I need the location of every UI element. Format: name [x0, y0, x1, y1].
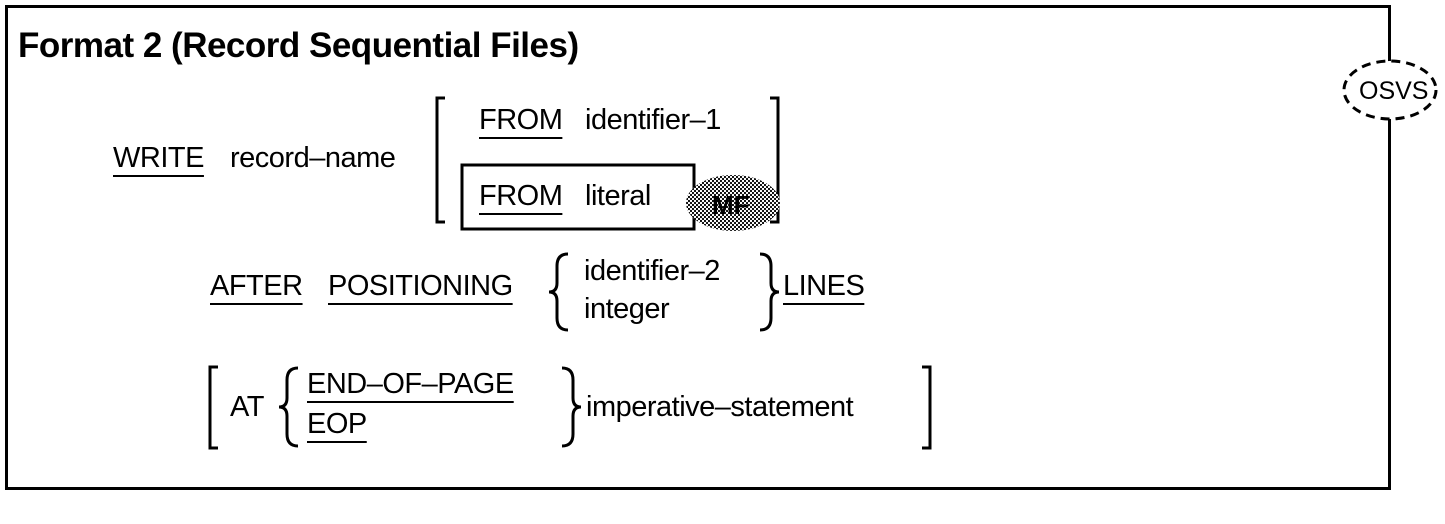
osvs-badge: OSVS: [1359, 77, 1429, 105]
mf-badge: MF: [712, 190, 750, 220]
keyword-at: AT: [230, 391, 264, 423]
format-title: Format 2 (Record Sequential Files): [18, 26, 579, 65]
imperative-statement: imperative–statement: [586, 391, 854, 423]
record-name: record–name: [230, 142, 396, 174]
keyword-after: AFTER: [210, 270, 303, 302]
keyword-positioning: POSITIONING: [328, 270, 513, 302]
at-bracket-left: [208, 365, 218, 450]
keyword-write: WRITE: [113, 142, 204, 174]
keyword-end-of-page: END–OF–PAGE: [307, 368, 514, 400]
optional-bracket-left: [435, 96, 445, 224]
choice-brace-left: [548, 252, 569, 332]
choice-brace-right: [759, 252, 780, 332]
keyword-lines: LINES: [783, 270, 865, 302]
eop-brace-right: [561, 366, 582, 448]
optional-bracket-right: [770, 96, 780, 224]
integer: integer: [584, 293, 670, 325]
identifier-1: identifier–1: [585, 104, 721, 136]
keyword-eop: EOP: [307, 408, 367, 440]
osvs-dashed-ellipse: [1342, 59, 1438, 121]
mf-shaded-ellipse: [686, 175, 780, 231]
syntax-box-frame: [5, 5, 1391, 490]
keyword-from-literal: FROM: [479, 180, 563, 212]
keyword-from-identifier: FROM: [479, 104, 563, 136]
literal: literal: [585, 180, 651, 212]
identifier-2: identifier–2: [584, 255, 720, 287]
at-bracket-right: [922, 365, 932, 450]
eop-brace-left: [278, 366, 299, 448]
